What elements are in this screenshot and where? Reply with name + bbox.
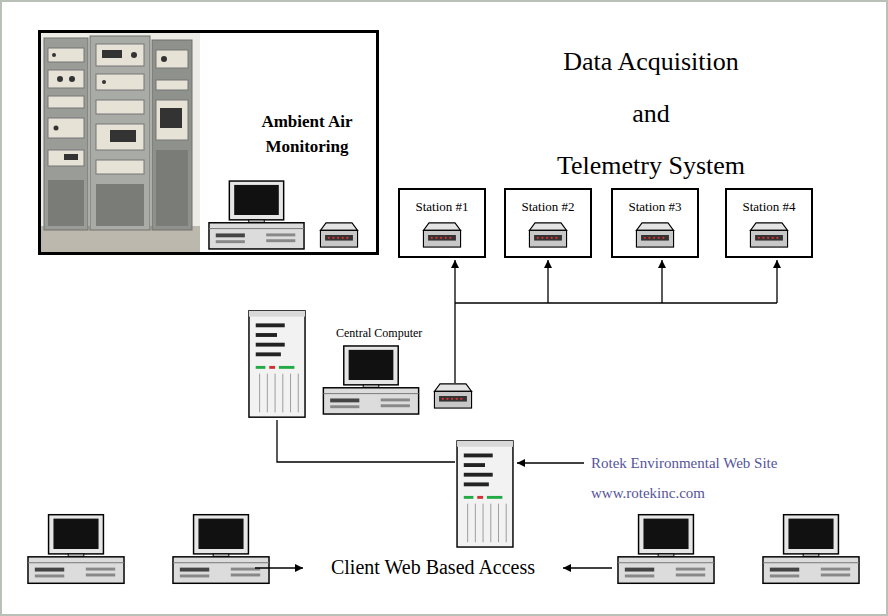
server-icon — [457, 441, 513, 547]
computer-icon — [323, 346, 418, 414]
server-icon — [249, 311, 305, 417]
computer-icon — [618, 515, 714, 584]
label-wrap: Client Web Based Access — [306, 555, 560, 580]
computer-label: Central Computer — [335, 326, 423, 341]
station-name: Station #1 — [415, 199, 468, 215]
station-box: Station #1 — [398, 188, 486, 258]
title-line: and — [500, 88, 802, 140]
station-name: Station #3 — [628, 199, 681, 215]
computer-icon — [28, 515, 124, 584]
station-name: Station #2 — [521, 199, 574, 215]
station-box: Station #3 — [611, 188, 699, 258]
modem-icon — [750, 223, 787, 247]
web-site-label: Rotek Environmental Web Site — [590, 454, 778, 473]
diagram-title: Data AcquisitionandTelemetry System — [500, 36, 802, 192]
label-wrap: Central Computer — [335, 323, 423, 341]
title-wrap: Data AcquisitionandTelemetry System — [500, 36, 802, 192]
station-name: Station #4 — [742, 199, 795, 215]
station-box: Station #2 — [504, 188, 592, 258]
station-box: Station #4 — [725, 188, 813, 258]
label-wrap: Rotek Environmental Web Site — [590, 454, 778, 473]
modem-icon — [320, 223, 357, 247]
modem-icon — [423, 223, 460, 247]
access-label: Client Web Based Access — [330, 555, 536, 580]
url-label: www.rotekinc.com — [590, 484, 706, 503]
title-line: Data Acquisition — [500, 36, 802, 88]
panel-title: Ambient Air Monitoring — [243, 109, 371, 159]
rack-photo — [41, 33, 200, 252]
computer-icon — [763, 515, 859, 584]
modem-icon — [434, 384, 471, 408]
title-line: Telemetry System — [500, 140, 802, 192]
monitoring-panel: Ambient Air Monitoring — [38, 30, 379, 255]
computer-icon — [209, 181, 304, 249]
computer-icon — [173, 515, 269, 584]
modem-icon — [636, 223, 673, 247]
label-wrap: www.rotekinc.com — [590, 484, 706, 503]
wires — [255, 260, 777, 568]
modem-icon — [529, 223, 566, 247]
